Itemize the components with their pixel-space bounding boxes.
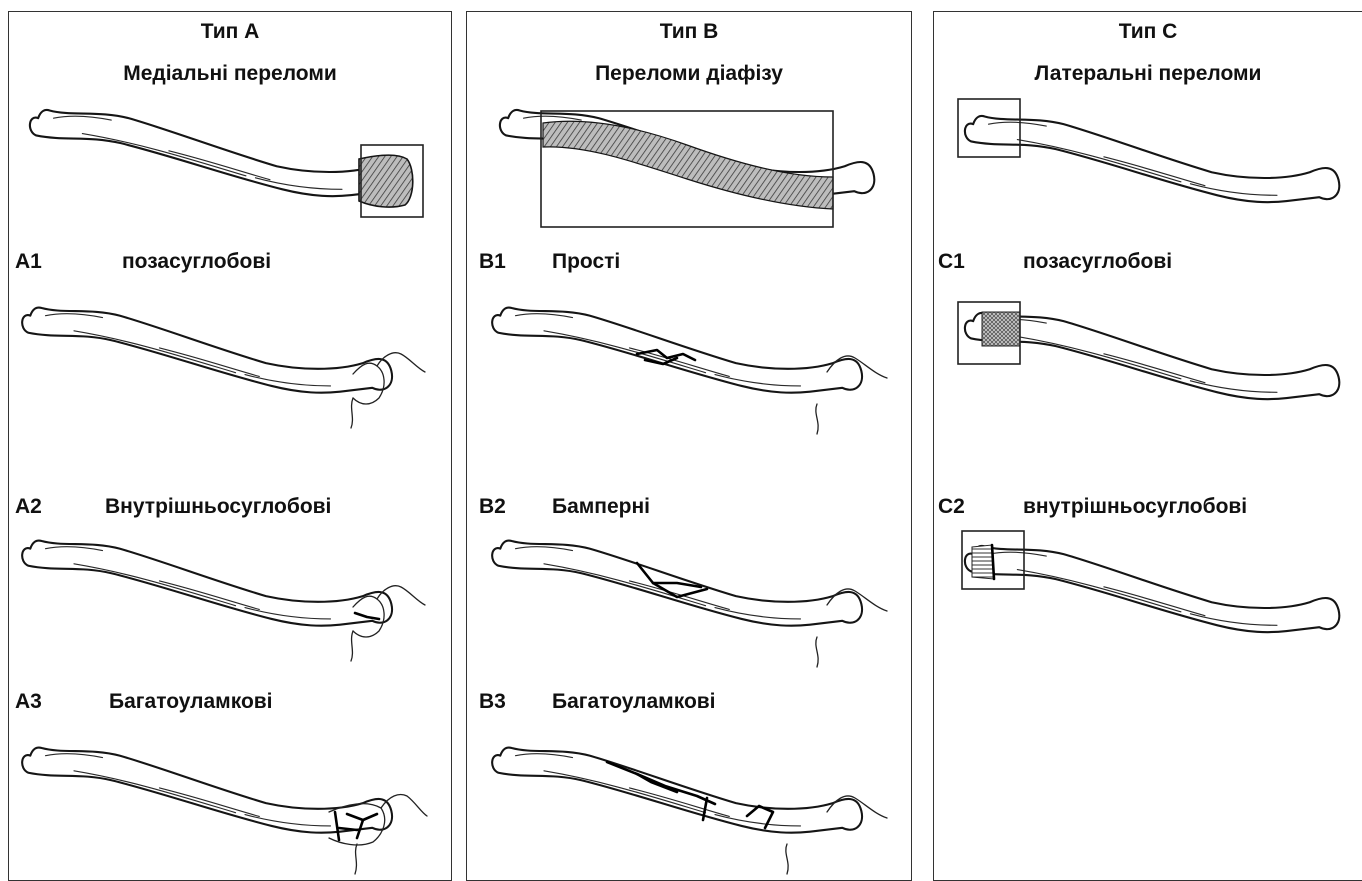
- panel-type-a: Тип А Медіальні переломи A1 позасуглобов…: [8, 11, 452, 881]
- subtype-a1-code: A1: [15, 250, 42, 274]
- a3-bone-diagram: [17, 734, 422, 864]
- c1-bone-diagram: [952, 294, 1357, 429]
- type-c-title: Латеральні переломи: [934, 62, 1362, 86]
- subtype-a2-code: A2: [15, 495, 42, 519]
- type-a-bone-diagram: [17, 97, 422, 222]
- subtype-b3-code: B3: [479, 690, 506, 714]
- panel-type-b: Тип В Переломи діафізу B1 Прості B2 Бамп…: [466, 11, 912, 881]
- subtype-a3-name: Багатоуламкові: [109, 690, 273, 714]
- subtype-c1-code: C1: [938, 250, 965, 274]
- subtype-a1-name: позасуглобові: [122, 250, 271, 274]
- subtype-b1-code: B1: [479, 250, 506, 274]
- a2-bone-diagram: [17, 527, 422, 657]
- b3-bone-diagram: [487, 734, 892, 864]
- type-b-title: Переломи діафізу: [467, 62, 911, 86]
- a1-bone-diagram: [17, 294, 422, 424]
- type-c-label: Тип С: [934, 20, 1362, 44]
- subtype-c1-name: позасуглобові: [1023, 250, 1172, 274]
- c2-bone-diagram: [952, 527, 1357, 662]
- b1-bone-diagram: [487, 294, 892, 424]
- subtype-a3-code: A3: [15, 690, 42, 714]
- type-b-bone-diagram: [487, 97, 892, 227]
- subtype-b2-code: B2: [479, 495, 506, 519]
- type-c-bone-diagram: [952, 97, 1357, 232]
- panel-type-c: Тип С Латеральні переломи C1 позасуглобо…: [933, 11, 1362, 881]
- type-a-title: Медіальні переломи: [9, 62, 451, 86]
- b2-bone-diagram: [487, 527, 892, 657]
- subtype-b1-name: Прості: [552, 250, 620, 274]
- subtype-b2-name: Бамперні: [552, 495, 650, 519]
- type-a-label: Тип А: [9, 20, 451, 44]
- subtype-a2-name: Внутрішньосуглобові: [105, 495, 331, 519]
- subtype-c2-code: C2: [938, 495, 965, 519]
- subtype-b3-name: Багатоуламкові: [552, 690, 716, 714]
- type-b-label: Тип В: [467, 20, 911, 44]
- subtype-c2-name: внутрішньосуглобові: [1023, 495, 1247, 519]
